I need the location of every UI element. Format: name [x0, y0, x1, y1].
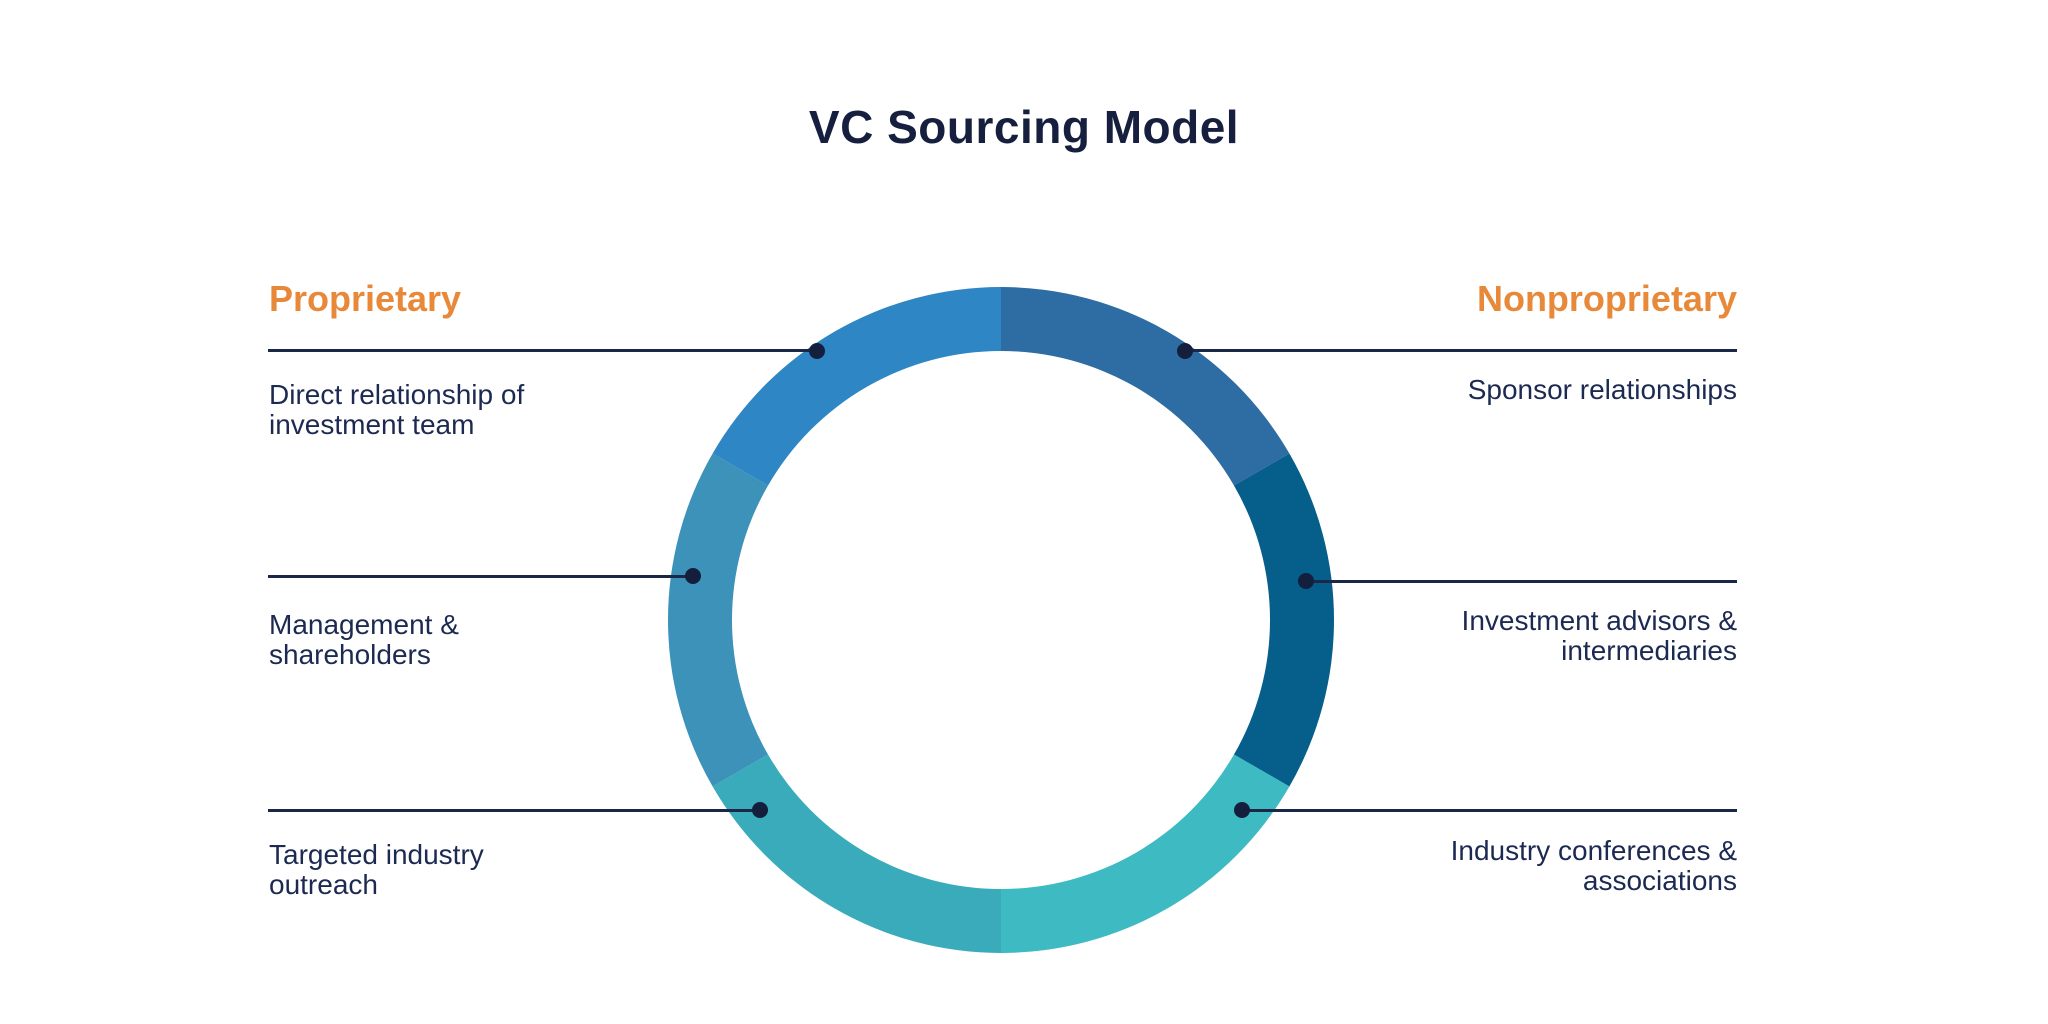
proprietary-header: Proprietary	[269, 278, 462, 319]
proprietary-item-management-shareholders: Management & shareholders	[269, 609, 459, 670]
connector-line	[1242, 809, 1737, 812]
connector-line	[268, 809, 760, 812]
connector-dot	[1234, 802, 1250, 818]
nonproprietary-item-investment-advisors: Investment advisors & intermediaries	[1461, 605, 1737, 666]
ring-segment-bottom-right	[1001, 754, 1290, 953]
connector-line	[268, 575, 693, 578]
ring-segment-right	[1233, 453, 1335, 787]
ring-segment-top-right	[1001, 287, 1290, 486]
ring-segment-top-left	[712, 287, 1001, 486]
nonproprietary-item-industry-conferences: Industry conferences & associations	[1450, 835, 1737, 896]
connector-dot	[809, 343, 825, 359]
connector-line	[1185, 349, 1737, 352]
nonproprietary-item-sponsor-relationships: Sponsor relationships	[1467, 374, 1737, 405]
ring-segment-bottom-left	[712, 754, 1001, 953]
page-title: VC Sourcing Model	[808, 101, 1240, 153]
connector-line	[268, 349, 817, 352]
connector-dot	[752, 802, 768, 818]
connector-dot	[1298, 573, 1314, 589]
proprietary-item-targeted-industry-outreach: Targeted industry outreach	[269, 839, 484, 900]
connector-dot	[1177, 343, 1193, 359]
connector-line	[1306, 580, 1737, 583]
connector-dot	[685, 568, 701, 584]
proprietary-item-direct-relationship: Direct relationship of investment team	[269, 379, 525, 440]
ring-segment-left	[667, 453, 769, 787]
nonproprietary-header: Nonproprietary	[1476, 278, 1737, 319]
